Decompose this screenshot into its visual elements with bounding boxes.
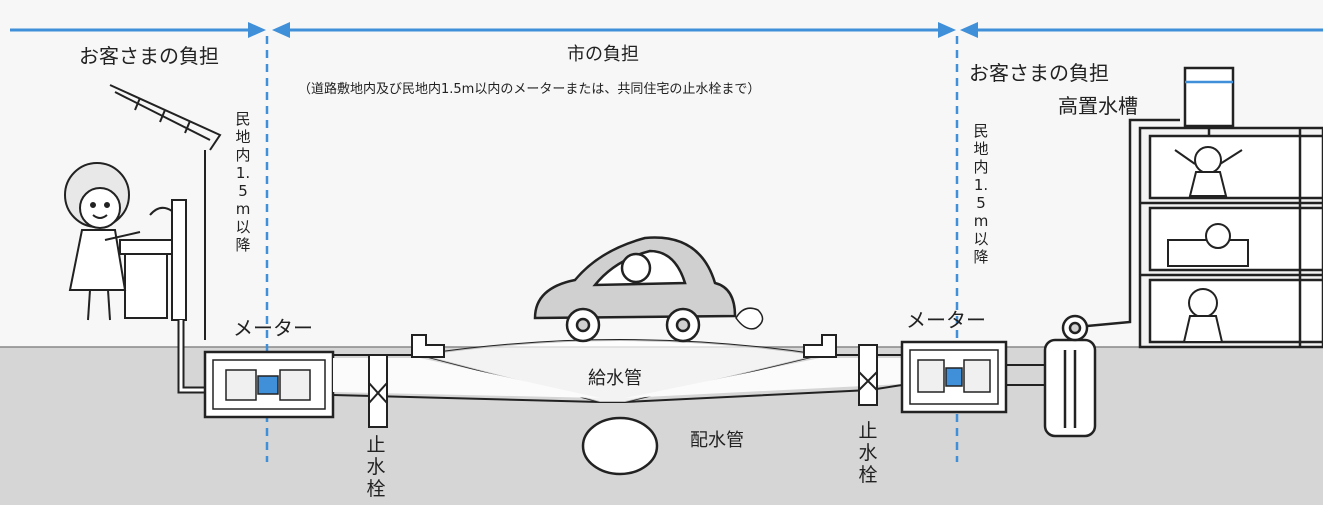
- residents: [1167, 146, 1249, 343]
- woman-figure: [64, 162, 141, 321]
- sink: [119, 199, 187, 321]
- surface-fitting-right: [803, 334, 837, 358]
- stopcock-right: [858, 344, 878, 406]
- elevated-water-tank: [1183, 66, 1235, 136]
- left-zone-label: お客さまの負担: [79, 44, 219, 68]
- stopcock-label-right: 止水栓: [858, 420, 878, 486]
- elevated-tank-label: 高置水槽: [1058, 94, 1138, 118]
- supply-pipe-label: 給水管: [588, 368, 642, 389]
- stopcock-label-left: 止水栓: [366, 434, 386, 500]
- receiving-tank: [1043, 338, 1097, 438]
- meter-box-right: [900, 340, 1008, 414]
- surface-fitting-left: [411, 334, 445, 358]
- stopcock-left: [368, 354, 388, 428]
- meter-label-right: メーター: [906, 308, 986, 332]
- house-roof: [109, 84, 222, 340]
- left-vertical-note: 民地内1.5m以降: [235, 110, 251, 254]
- center-zone-note: （道路敷地内及び民地内1.5m以内のメーターまたは、共同住宅の止水栓まで）: [298, 82, 761, 97]
- distribution-main: [581, 416, 659, 476]
- center-zone-label: 市の負担: [567, 44, 639, 65]
- right-vertical-note: 民地内1.5m以降: [973, 122, 989, 266]
- meter-box-left: [203, 350, 335, 419]
- meter-label-left: メーター: [233, 316, 313, 340]
- pump: [1061, 118, 1180, 342]
- right-zone-label: お客さまの負担: [969, 61, 1109, 85]
- responsibility-arrows: [10, 22, 1323, 38]
- car: [533, 236, 764, 343]
- apartment-building: [1138, 126, 1323, 349]
- distribution-pipe-label: 配水管: [690, 430, 744, 451]
